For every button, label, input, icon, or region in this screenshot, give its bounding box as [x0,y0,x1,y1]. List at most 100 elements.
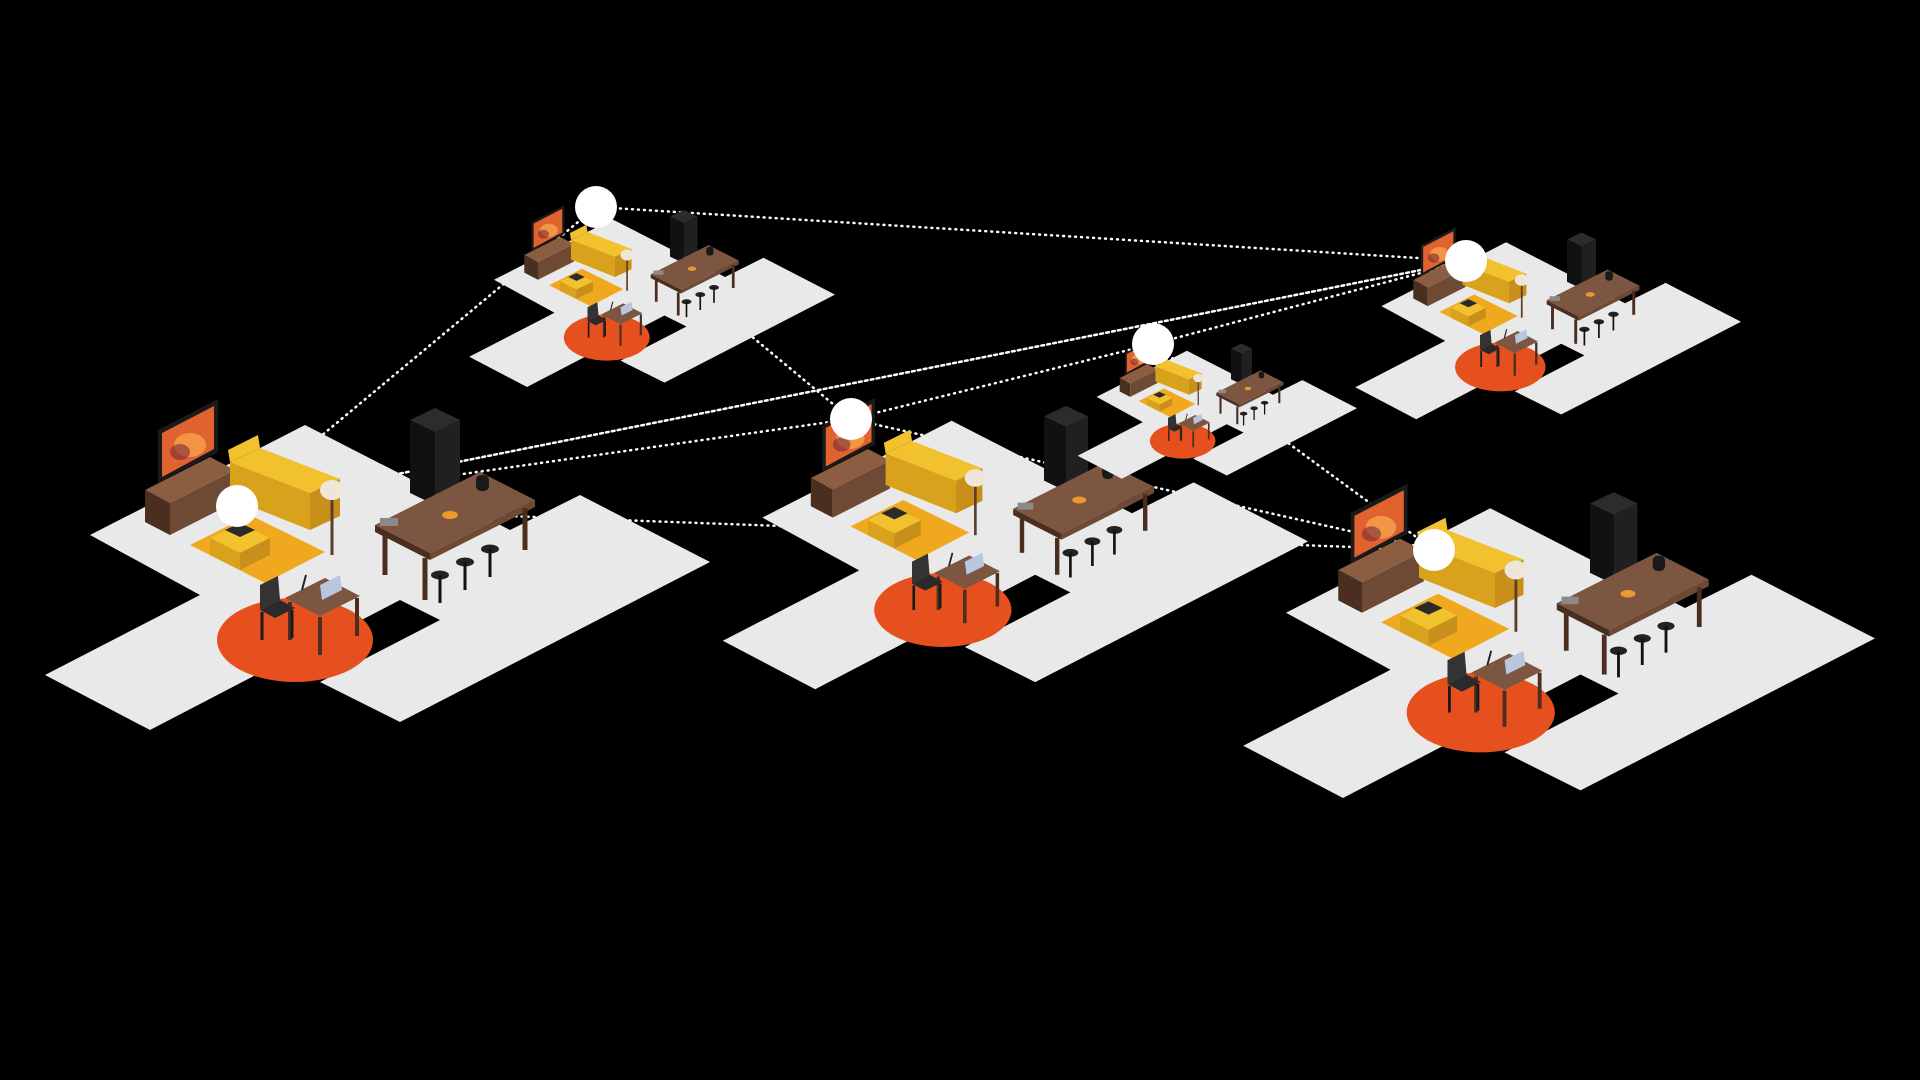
network-link [594,205,1468,263]
laptop-icon [1514,329,1528,344]
node-c [830,398,872,440]
network-link [849,342,1155,421]
floor [1355,242,1741,420]
node-e [1413,529,1455,571]
chair-icon [1168,424,1183,432]
sofa [885,453,956,514]
book-stack-icon [653,270,664,275]
node-d [1132,323,1174,365]
record-player-icon [568,273,585,281]
record-player-icon [1153,391,1166,398]
fruit-bowl-icon [1620,589,1636,598]
speaker-icon [1652,555,1666,571]
floor [1077,350,1357,479]
node-f [216,485,258,527]
ottoman [1400,601,1457,630]
room-4 [1077,339,1357,479]
stool-icon [1609,646,1628,656]
stool-icon [1239,411,1248,416]
fruit-bowl-icon [1244,386,1252,391]
speaker-icon [476,475,489,491]
fruit-bowl-icon [687,266,697,271]
stool-icon [1633,634,1651,643]
fridge-icon [1044,416,1066,492]
room-5 [1355,227,1741,420]
round-rug [1455,342,1546,392]
floor [45,425,710,730]
fruit-bowl-icon [442,511,458,519]
lamp-icon [1504,560,1528,580]
laptop-icon [620,301,633,316]
ottoman [560,273,593,290]
tv-stand [810,478,833,518]
fridge-icon [670,216,684,264]
lamp-icon [1193,373,1204,383]
chair-icon [1480,343,1501,355]
round-rug [1149,423,1216,459]
round-rug [1406,672,1555,753]
desk-lamp-icon [1503,329,1508,339]
tv-stand [1338,570,1362,613]
tv-stand [524,255,538,280]
stool-icon [709,284,719,290]
fridge-icon [1590,503,1614,585]
speaker-icon [706,246,714,256]
sofa [230,462,310,530]
book-stack-icon [1549,296,1561,301]
lamp-icon [1514,274,1529,286]
chair-icon [912,574,943,591]
stool-icon [1579,326,1590,332]
fruit-bowl-icon [1072,496,1087,504]
tv-stand [1119,378,1131,397]
room-1 [45,399,710,730]
stool-icon [1084,537,1101,546]
record-player-icon [1414,601,1443,615]
stool-icon [1250,406,1258,411]
network-link [1151,342,1436,552]
room-6 [1243,483,1875,798]
fruit-bowl-icon [1585,292,1595,297]
laptop-icon [1193,413,1203,425]
book-stack-icon [1561,596,1579,605]
chair-icon [260,600,295,618]
stool-icon [1608,311,1619,317]
floor [469,219,835,387]
speaker-icon [1258,371,1265,379]
node-a [575,186,617,228]
tv-stand [1413,280,1428,307]
book-stack-icon [1218,389,1226,394]
network-link [1151,259,1468,346]
network-nodes [216,186,1487,571]
round-rug [217,598,373,682]
rooms [45,204,1875,798]
room-2 [469,204,835,387]
laptop-icon [1504,650,1526,675]
speaker-icon [1605,271,1613,281]
ottoman [1147,391,1173,405]
desk-lamp-icon [1185,413,1188,421]
floor [1243,508,1875,798]
chair-icon [1447,674,1481,692]
chair-icon [587,315,607,326]
fridge-icon [410,420,435,505]
book-stack-icon [1017,502,1034,510]
sofa [1155,366,1189,395]
desk-lamp-icon [1486,650,1493,666]
desk-lamp-icon [301,574,307,591]
round-rug [563,314,650,361]
fridge-icon [1567,239,1582,289]
lamp-icon [964,469,986,487]
stool-icon [1593,319,1605,325]
lamp-icon [620,249,634,261]
fridge-icon [1231,348,1242,385]
book-stack-icon [380,518,398,526]
room-3 [722,397,1308,690]
desk-lamp-icon [948,552,954,567]
tv-stand [145,490,170,535]
sofa [571,239,615,277]
node-b [1445,240,1487,282]
round-rug [874,573,1012,647]
desk-lamp-icon [610,301,614,311]
laptop-icon [320,575,342,600]
